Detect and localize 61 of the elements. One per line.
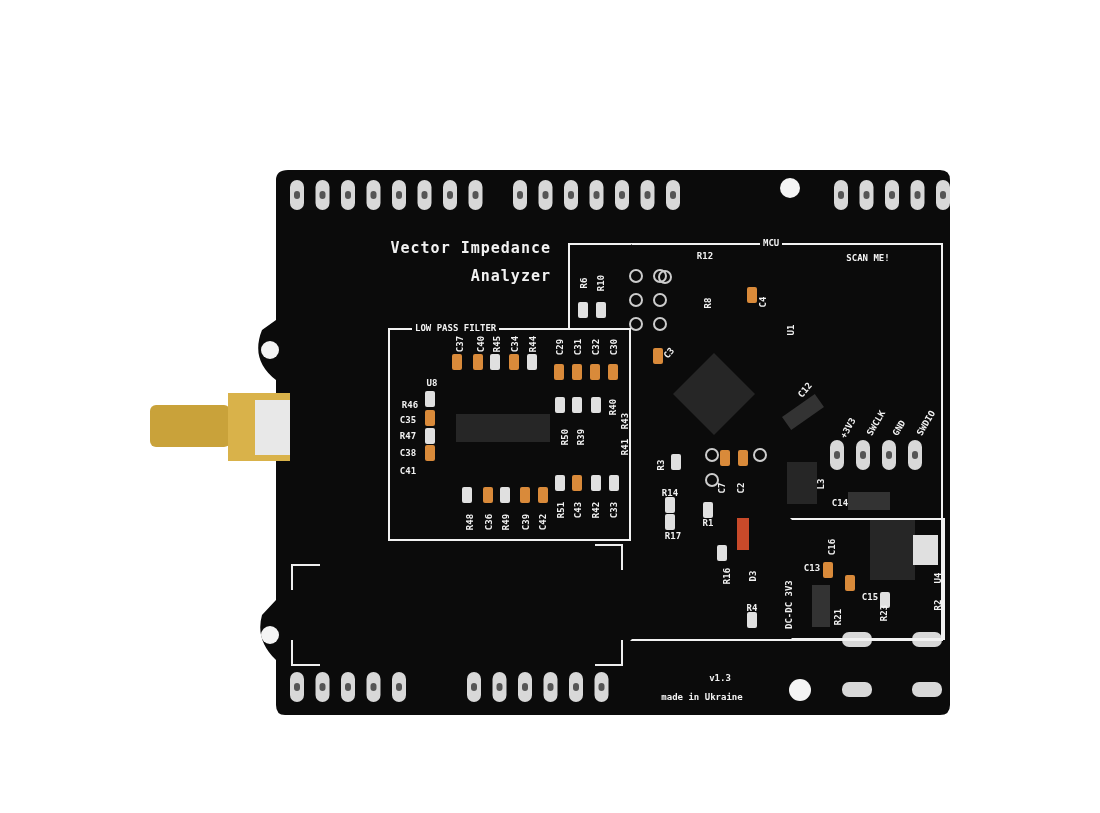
component-designator: C39 [521,513,531,531]
component-designator: D3 [748,570,758,582]
section-title: LOW PASS FILTER [412,323,500,333]
component-designator: C7 [717,482,727,494]
component-designator: R8 [703,297,713,309]
component-designator: C14 [831,498,849,508]
component-designator: GND [890,418,908,438]
component-designator: C31 [573,338,583,356]
component-designator: R10 [596,274,606,292]
component-designator: C29 [555,338,565,356]
component-designator: R48 [465,513,475,531]
component-designator: C34 [510,335,520,353]
component-designator: C32 [591,338,601,356]
component-designator: U4 [933,572,943,584]
component-designator: R51 [556,501,566,519]
component-designator: R40 [608,398,618,416]
component-designator: C43 [573,501,583,519]
component-designator: R1 [702,518,714,528]
component-designator: R49 [501,513,511,531]
silkscreen-text: v1.3 [709,673,731,683]
component-designator: U8 [426,378,438,388]
component-designator: R46 [401,400,419,410]
component-designator: R50 [560,428,570,446]
component-designator: C13 [803,563,821,573]
component-designator: R21 [833,608,843,626]
component-designator: U1 [786,324,796,336]
component-designator: C38 [399,448,417,458]
component-designator: R42 [591,501,601,519]
component-designator: R3 [656,459,666,471]
component-designator: SCAN ME! [846,253,890,263]
component-designator: R39 [576,428,586,446]
component-designator: C37 [455,335,465,353]
component-designator: R16 [722,567,732,585]
component-designator: C2 [736,482,746,494]
component-designator: R43 [620,412,630,430]
component-designator: C15 [861,592,879,602]
component-designator: C3 [661,345,677,361]
component-designator: C35 [399,415,417,425]
board-title: Vector Impedance Analyzer [389,238,551,287]
component-designator: C16 [827,538,837,556]
component-designator: L3 [816,478,826,490]
component-designator: R14 [661,488,679,498]
component-designator: R6 [579,277,589,289]
component-designator: R41 [620,438,630,456]
component-designator: C33 [609,501,619,519]
section-title: MCU [760,238,783,248]
component-designator: C30 [609,338,619,356]
component-designator: R44 [528,335,538,353]
component-designator: C42 [538,513,548,531]
silkscreen-text: made in Ukraine [661,692,743,702]
component-designator: C40 [476,335,486,353]
component-designator: R2 [933,599,943,611]
component-designator: R47 [399,431,417,441]
component-designator: C36 [484,513,494,531]
component-designator: C12 [795,380,815,400]
component-designator: C4 [758,296,768,308]
component-designator: R17 [664,531,682,541]
component-designator: R45 [492,335,502,353]
component-designator: R12 [696,251,714,261]
component-designator: C41 [399,466,417,476]
component-designator: R4 [746,603,758,613]
